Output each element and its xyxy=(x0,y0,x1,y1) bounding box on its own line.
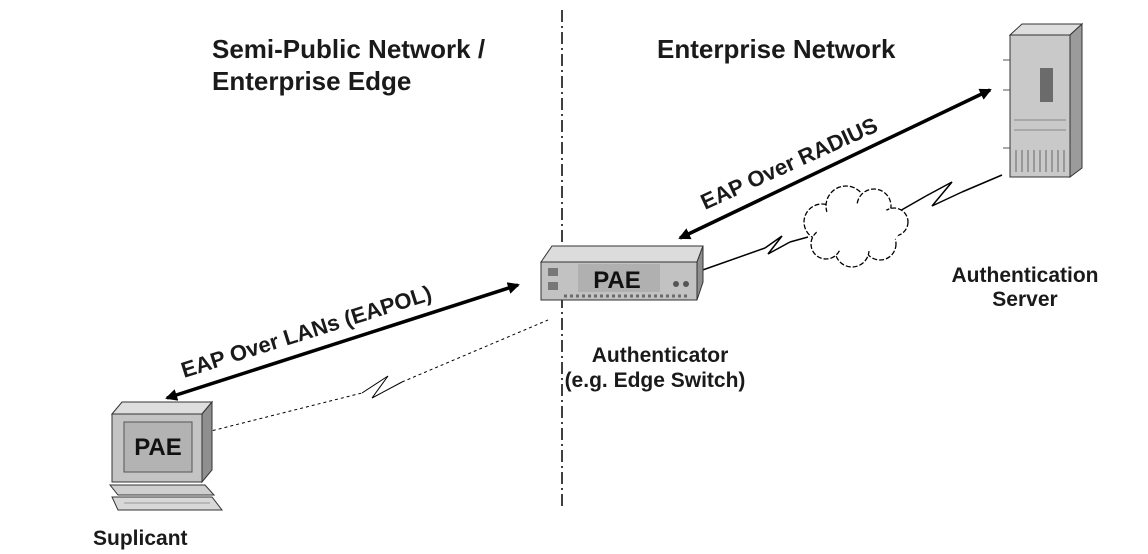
eapol-label: EAP Over LANs (EAPOL) xyxy=(178,280,435,382)
server-icon xyxy=(1003,22,1084,178)
server-label-line1: Authentication xyxy=(952,264,1099,287)
cloud-icon xyxy=(803,185,909,268)
zone-left-label-line1: Semi-Public Network / xyxy=(212,34,485,64)
computer-icon xyxy=(108,400,224,511)
wan-link xyxy=(696,174,1003,273)
authenticator-label-line1: Authenticator xyxy=(592,344,729,367)
authenticator-pae-label: PAE xyxy=(593,267,641,294)
authenticator-label-line2: (e.g. Edge Switch) xyxy=(565,369,746,392)
zone-right-label: Enterprise Network xyxy=(657,34,896,64)
supplicant-label: Suplicant xyxy=(93,527,188,550)
radius-arrow xyxy=(678,88,992,240)
zone-left-label-line2: Enterprise Edge xyxy=(212,66,411,96)
switch-icon xyxy=(540,245,704,301)
eapol-arrow xyxy=(165,282,520,401)
server-label-line2: Server xyxy=(992,288,1057,311)
supplicant-pae-label: PAE xyxy=(134,434,182,461)
